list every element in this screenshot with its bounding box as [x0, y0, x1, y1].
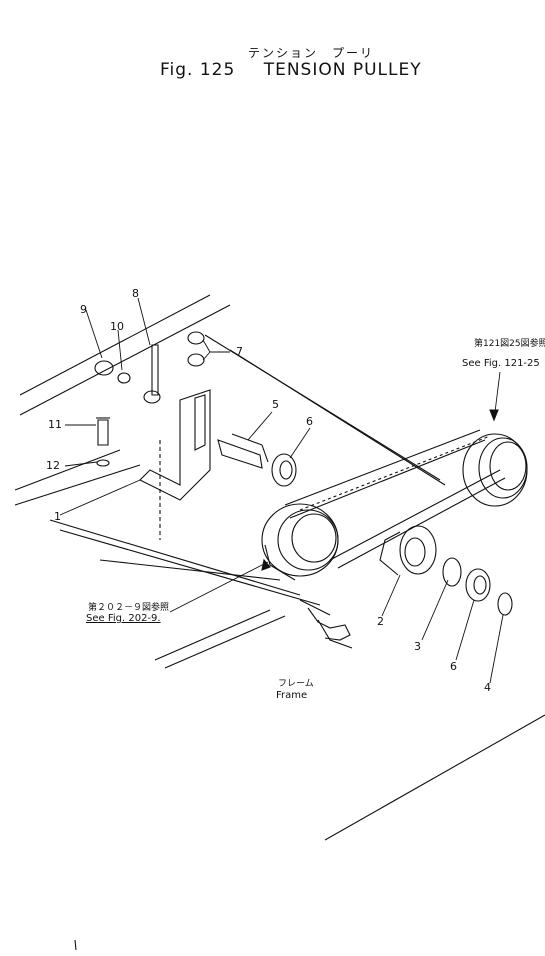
bearing-part-6-right: [465, 568, 491, 602]
upper-ref-jp: 第121図25図参照: [474, 339, 545, 349]
callout-11: 11: [48, 418, 62, 431]
callout-12: 12: [46, 459, 60, 472]
belt-arrow-icon: [489, 409, 499, 422]
washer-part-12: [96, 459, 110, 467]
left-pulley: [261, 503, 339, 581]
callout-5: 5: [272, 398, 279, 411]
frame-arrow-icon: [261, 558, 271, 571]
callout-7: 7: [236, 345, 243, 358]
washer-part-10: [117, 372, 131, 384]
callout-2: 2: [377, 615, 384, 628]
frame-label-en: Frame: [276, 690, 308, 701]
japanese-title: テンション プーリ: [248, 46, 375, 60]
callout-6-left: 6: [306, 415, 313, 428]
callout-9: 9: [80, 303, 87, 316]
margin-mark: [74, 939, 77, 951]
pulley-hub-part-2: [379, 525, 437, 576]
callout-10: 10: [110, 320, 124, 333]
leader-lines: [59, 297, 504, 684]
upper-ref-en: See Fig. 121-25: [462, 358, 540, 369]
callout-8: 8: [132, 287, 139, 300]
frame-label-jp: フレーム: [278, 679, 314, 689]
lower-ref-en: See Fig. 202-9.: [86, 613, 161, 624]
bracket-part-1: [139, 389, 211, 540]
belt: [284, 429, 506, 569]
callout-3: 3: [414, 640, 421, 653]
page-title: TENSION PULLEY: [263, 60, 422, 80]
bearing-part-6-left: [271, 453, 297, 487]
shaft-part-5: [217, 433, 269, 469]
figure-title: Fig. 125 TENSION PULLEY: [160, 60, 422, 80]
callout-1: 1: [54, 510, 61, 523]
figure-number: Fig. 125: [160, 60, 236, 80]
nut-part-7-upper: [187, 331, 205, 345]
bolt-part-11: [96, 417, 110, 446]
nut-part-7-lower: [187, 353, 205, 367]
nut-part-9: [94, 360, 114, 376]
snap-ring-part-4: [497, 592, 513, 616]
callout-6-right: 6: [450, 660, 457, 673]
right-pulley: [462, 433, 528, 507]
callout-4: 4: [484, 681, 491, 694]
lower-ref-jp: 第２０２－９図参照: [88, 603, 170, 613]
frame-outline: [14, 294, 545, 841]
bolt-part-8: [143, 344, 161, 404]
snap-ring-part-3: [442, 557, 462, 587]
